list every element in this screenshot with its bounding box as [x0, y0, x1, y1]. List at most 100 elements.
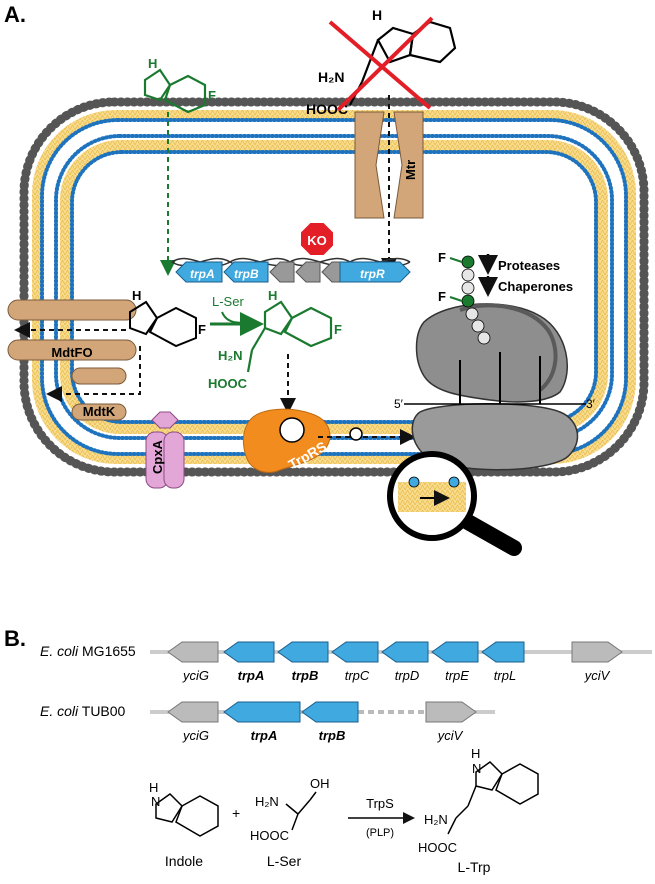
- mg1655-gene-trpC: [331, 641, 379, 663]
- tub00-name-italic: E. coli: [40, 703, 79, 719]
- outer-membrane-outer-leaflet: [19, 97, 649, 477]
- cross-line-1: [328, 20, 432, 110]
- operon-gene-trpA: [175, 261, 223, 283]
- operon-gene-trpB: [223, 261, 269, 283]
- mg1655-label-yciV: yciV: [584, 668, 611, 683]
- nascent-chain: F F: [438, 250, 491, 345]
- mdtfo-label: MdtFO: [51, 345, 92, 360]
- tub00-label-yciV: yciV: [437, 728, 464, 743]
- tub00-label-yciG: yciG: [182, 728, 209, 743]
- mg1655-gene-yciV: [571, 641, 623, 663]
- strain-tub00: E. coli TUB00 yciG trpA trpB yciV: [40, 701, 495, 743]
- enzyme-label: TrpS: [366, 796, 394, 811]
- proteases-chaperones: Proteases Chaperones: [478, 254, 573, 297]
- operon-label-trpA: trpA: [190, 267, 215, 281]
- indole-in-f: F: [198, 322, 206, 337]
- inner-membrane-outer-leaflet: [54, 134, 614, 440]
- ftrp-nh: H: [268, 288, 277, 303]
- ltrp-hooc: HOOC: [418, 840, 457, 855]
- ftrp-h2n: H₂N: [218, 348, 243, 363]
- panel-b-label: B.: [4, 626, 26, 651]
- plus-sign: +: [232, 805, 240, 821]
- indole-n: N: [151, 794, 160, 809]
- ltrp-n: N: [472, 761, 481, 776]
- tub00-gene-trpB: [301, 701, 359, 723]
- fluorotryptophan: H F H₂N HOOC: [208, 288, 342, 414]
- mtr-transporter: Mtr: [354, 95, 424, 274]
- cross-line-2: [336, 16, 434, 112]
- mdtk-transporter: MdtK: [46, 346, 141, 421]
- trp-operon: trpA trpB trpR KO: [171, 221, 411, 283]
- trp-hooc: HOOC: [306, 101, 348, 117]
- panel-a-label: A.: [4, 2, 26, 27]
- mg1655-gene-trpB: [277, 641, 329, 663]
- chain-f-1: F: [438, 250, 446, 265]
- mdtk-label: MdtK: [83, 404, 116, 419]
- chaperones-text: Chaperones: [498, 279, 573, 294]
- cofactor-label: (PLP): [366, 827, 394, 839]
- trprs-enzyme: TrpRS: [242, 408, 416, 473]
- mg1655-gene-yciG: [167, 641, 219, 663]
- mg1655-gene-trpD: [381, 641, 429, 663]
- lser-hooc: HOOC: [250, 828, 289, 843]
- mg1655-gene-trpE: [431, 641, 479, 663]
- trp-h2n: H₂N: [318, 69, 344, 85]
- lser-conversion: L-Ser: [210, 294, 264, 336]
- mg1655-name-rest: MG1655: [78, 643, 136, 659]
- tub00-gene-trpA: [223, 701, 301, 723]
- tub00-label-trpB: trpB: [319, 728, 346, 743]
- cpxa-sensor: CpxA: [145, 411, 185, 489]
- mg1655-gene-trpL: [481, 641, 525, 663]
- fluoroindole-outside: H F: [143, 56, 216, 276]
- mdtk-efflux-arrow: [46, 346, 141, 402]
- operon-gene-trpR: [339, 261, 411, 283]
- cpxa-label: CpxA: [150, 439, 165, 474]
- lser-h2n: H₂N: [255, 794, 279, 809]
- ltrp-structure: H N H₂N HOOC L-Trp: [418, 746, 539, 875]
- mdtfo-transporter: MdtFO: [7, 299, 137, 361]
- fluoroindole-f: F: [208, 88, 216, 103]
- ltrp-h2n: H₂N: [424, 812, 448, 827]
- chain-f-2: F: [438, 289, 446, 304]
- trp-nh: H: [372, 7, 382, 23]
- reaction-arrow: TrpS (PLP): [348, 796, 415, 839]
- ko-label: KO: [307, 233, 327, 248]
- ribosome: 5′ 3′: [394, 303, 596, 471]
- lser-label: L-Ser: [267, 853, 302, 869]
- fluoroindole-inside: H F: [129, 288, 206, 348]
- mtr-label: Mtr: [403, 160, 418, 180]
- ko-stop-icon: [299, 221, 335, 257]
- strain-mg1655: E. coli MG1655 yciG trpA trpB trpC trpD …: [40, 641, 652, 683]
- mg1655-label-trpB: trpB: [292, 668, 319, 683]
- mrna-three-prime: 3′: [586, 397, 596, 411]
- mg1655-name-italic: E. coli: [40, 643, 79, 659]
- tub00-gene-yciG: [167, 701, 219, 723]
- indole-label: Indole: [165, 853, 203, 869]
- ltrp-label: L-Trp: [458, 859, 491, 875]
- mg1655-gene-trpA: [223, 641, 275, 663]
- lser-text: L-Ser: [212, 294, 244, 309]
- ftrp-hooc: HOOC: [208, 376, 248, 391]
- tub00-name-rest: TUB00: [78, 703, 125, 719]
- mrna-five-prime: 5′: [394, 397, 404, 411]
- tub00-label-trpA: trpA: [251, 728, 278, 743]
- mg1655-label-trpA: trpA: [238, 668, 265, 683]
- mg1655-label-trpL: trpL: [494, 668, 516, 683]
- mg1655-label-trpD: trpD: [395, 668, 420, 683]
- lser-structure: H₂N HOOC OH L-Ser: [250, 776, 330, 869]
- operon-label-trpB: trpB: [234, 267, 259, 281]
- mg1655-label-yciG: yciG: [182, 668, 209, 683]
- lser-oh: OH: [310, 776, 330, 791]
- ftrp-f: F: [334, 322, 342, 337]
- tryptophan-crossed-out: H H₂N HOOC: [306, 7, 457, 117]
- fluoroindole-nh: H: [148, 56, 157, 71]
- ltrp-h: H: [471, 746, 480, 761]
- proteases-text: Proteases: [498, 258, 560, 273]
- indole-structure: H N Indole: [149, 780, 219, 869]
- mg1655-label-trpC: trpC: [345, 668, 370, 683]
- tub00-gene-yciV: [425, 701, 477, 723]
- indole-in-nh: H: [132, 288, 141, 303]
- mg1655-label-trpE: trpE: [445, 668, 469, 683]
